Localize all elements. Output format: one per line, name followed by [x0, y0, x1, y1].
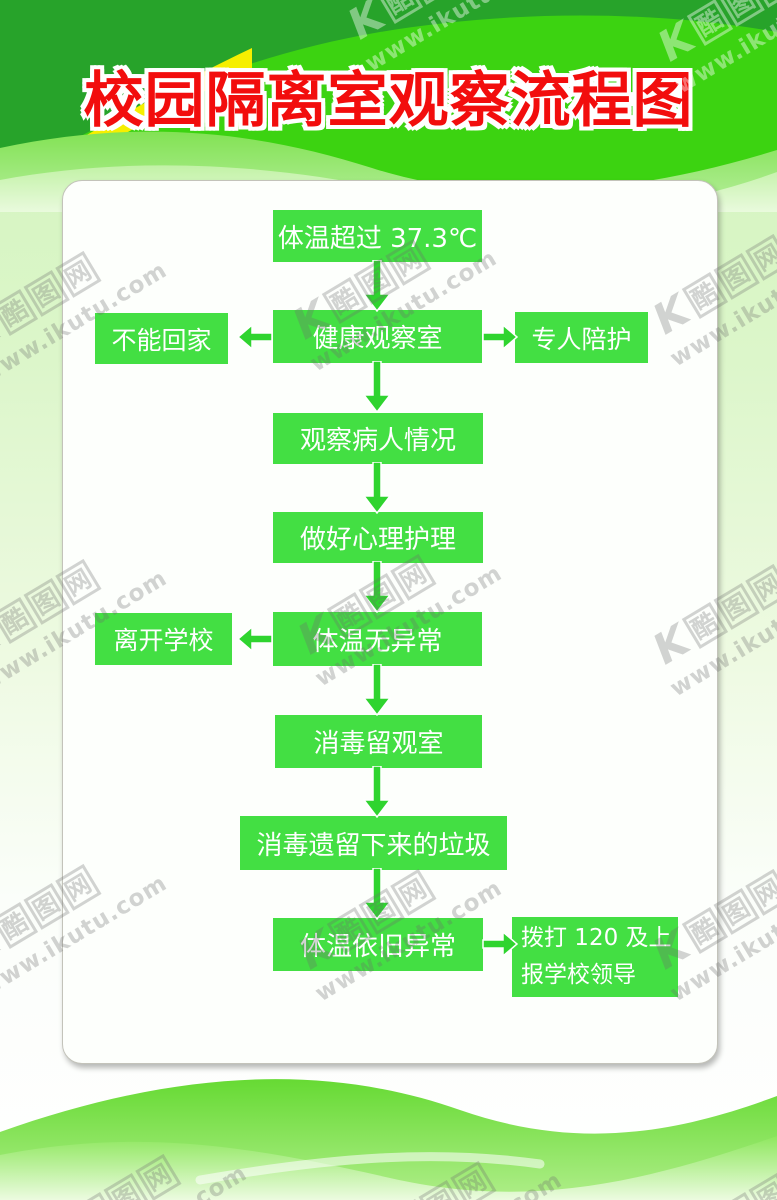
flow-node-disinfect-garbage: 消毒遗留下来的垃圾	[240, 816, 507, 870]
footer-wave-highlight	[195, 1152, 545, 1185]
arrow-down-icon	[363, 361, 391, 413]
arrow-left-icon	[237, 626, 273, 652]
arrow-down-icon	[363, 766, 391, 818]
footer-front-wave	[0, 1136, 777, 1200]
arrow-down-icon	[363, 462, 391, 514]
flow-node-temp-still-abnormal: 体温依旧异常	[273, 918, 483, 971]
arrow-left-icon	[237, 324, 273, 350]
site-logo-k-icon: K	[0, 913, 4, 977]
site-logo-k-icon: K	[0, 608, 4, 672]
flow-node-temp-normal: 体温无异常	[273, 612, 482, 666]
flow-node-leave-school: 离开学校	[95, 613, 232, 665]
arrow-right-icon	[482, 931, 518, 957]
arrow-down-icon	[363, 664, 391, 716]
arrow-down-icon	[363, 561, 391, 613]
flow-node-observe-patient: 观察病人情况	[273, 413, 483, 464]
flow-node-escort: 专人陪护	[515, 312, 648, 363]
footer-waves	[0, 1079, 777, 1200]
flow-node-psych-care: 做好心理护理	[273, 512, 483, 563]
flow-node-no-home: 不能回家	[95, 313, 228, 364]
flow-node-call-120: 拨打 120 及上报学校领导	[512, 917, 678, 997]
arrow-down-icon	[363, 260, 391, 312]
flow-node-disinfect-room: 消毒留观室	[275, 715, 482, 768]
flow-node-temp-over: 体温超过 37.3℃	[273, 210, 482, 262]
header-dark-wave	[0, 0, 777, 184]
site-logo-k-icon: K	[0, 300, 4, 364]
page-title: 校园隔离室观察流程图	[83, 66, 694, 136]
flow-node-observation-room: 健康观察室	[273, 310, 482, 363]
arrow-down-icon	[363, 868, 391, 920]
arrow-right-icon	[482, 324, 518, 350]
